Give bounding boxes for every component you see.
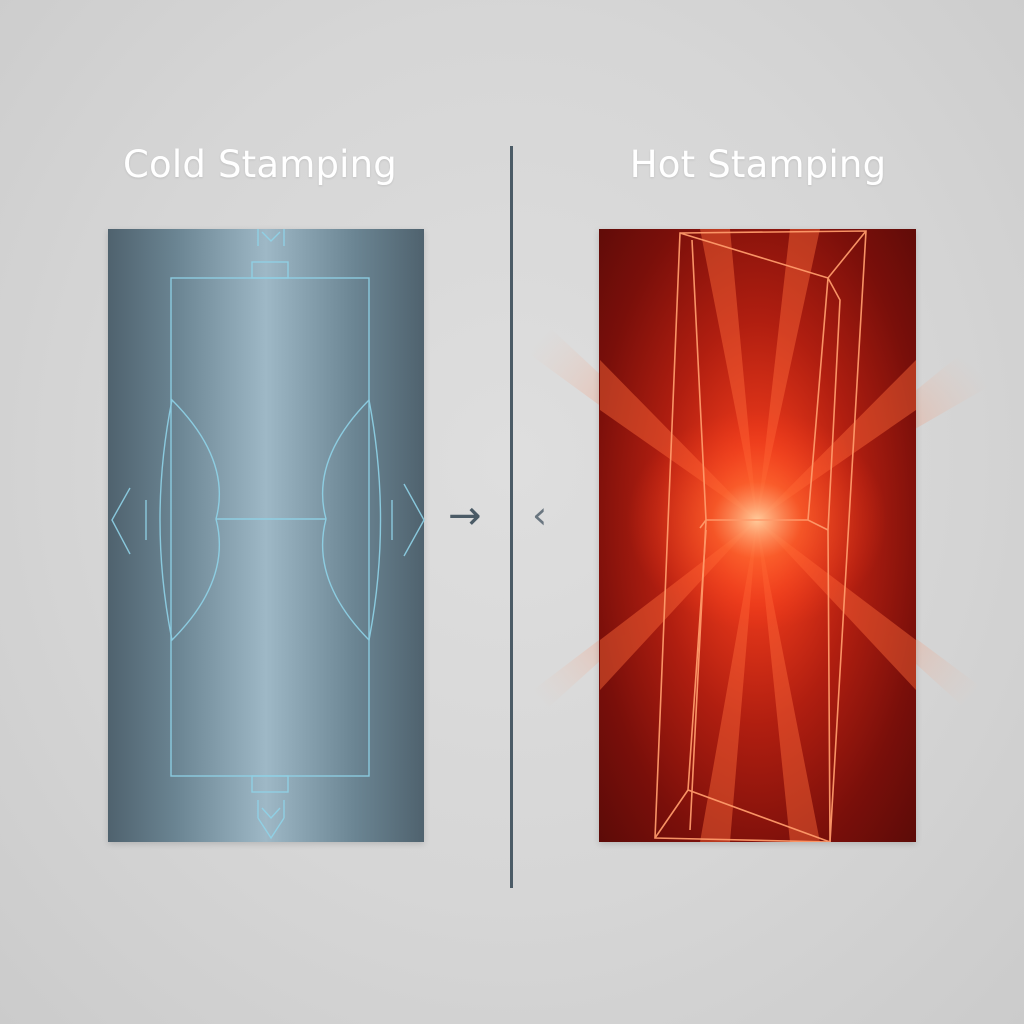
chevron-left-icon: ‹ xyxy=(532,493,548,537)
bottom-punch-tip xyxy=(257,800,285,840)
hot-center-band xyxy=(699,519,829,531)
right-lens xyxy=(321,398,382,642)
right-arrow-icon: → xyxy=(448,493,482,539)
left-side-arrow xyxy=(111,487,147,555)
hot-outer-frame xyxy=(654,230,867,842)
hot-right-edge xyxy=(827,277,841,842)
left-lens xyxy=(159,398,220,642)
top-punch-stem xyxy=(257,229,285,246)
hot-bottom-facet xyxy=(654,529,831,842)
cold-stamping-title: Cold Stamping xyxy=(122,143,397,186)
bottom-punch-block xyxy=(251,775,289,793)
hot-stamping-title: Hot Stamping xyxy=(629,143,887,186)
vertical-divider xyxy=(510,146,513,888)
right-side-arrow xyxy=(391,483,425,557)
